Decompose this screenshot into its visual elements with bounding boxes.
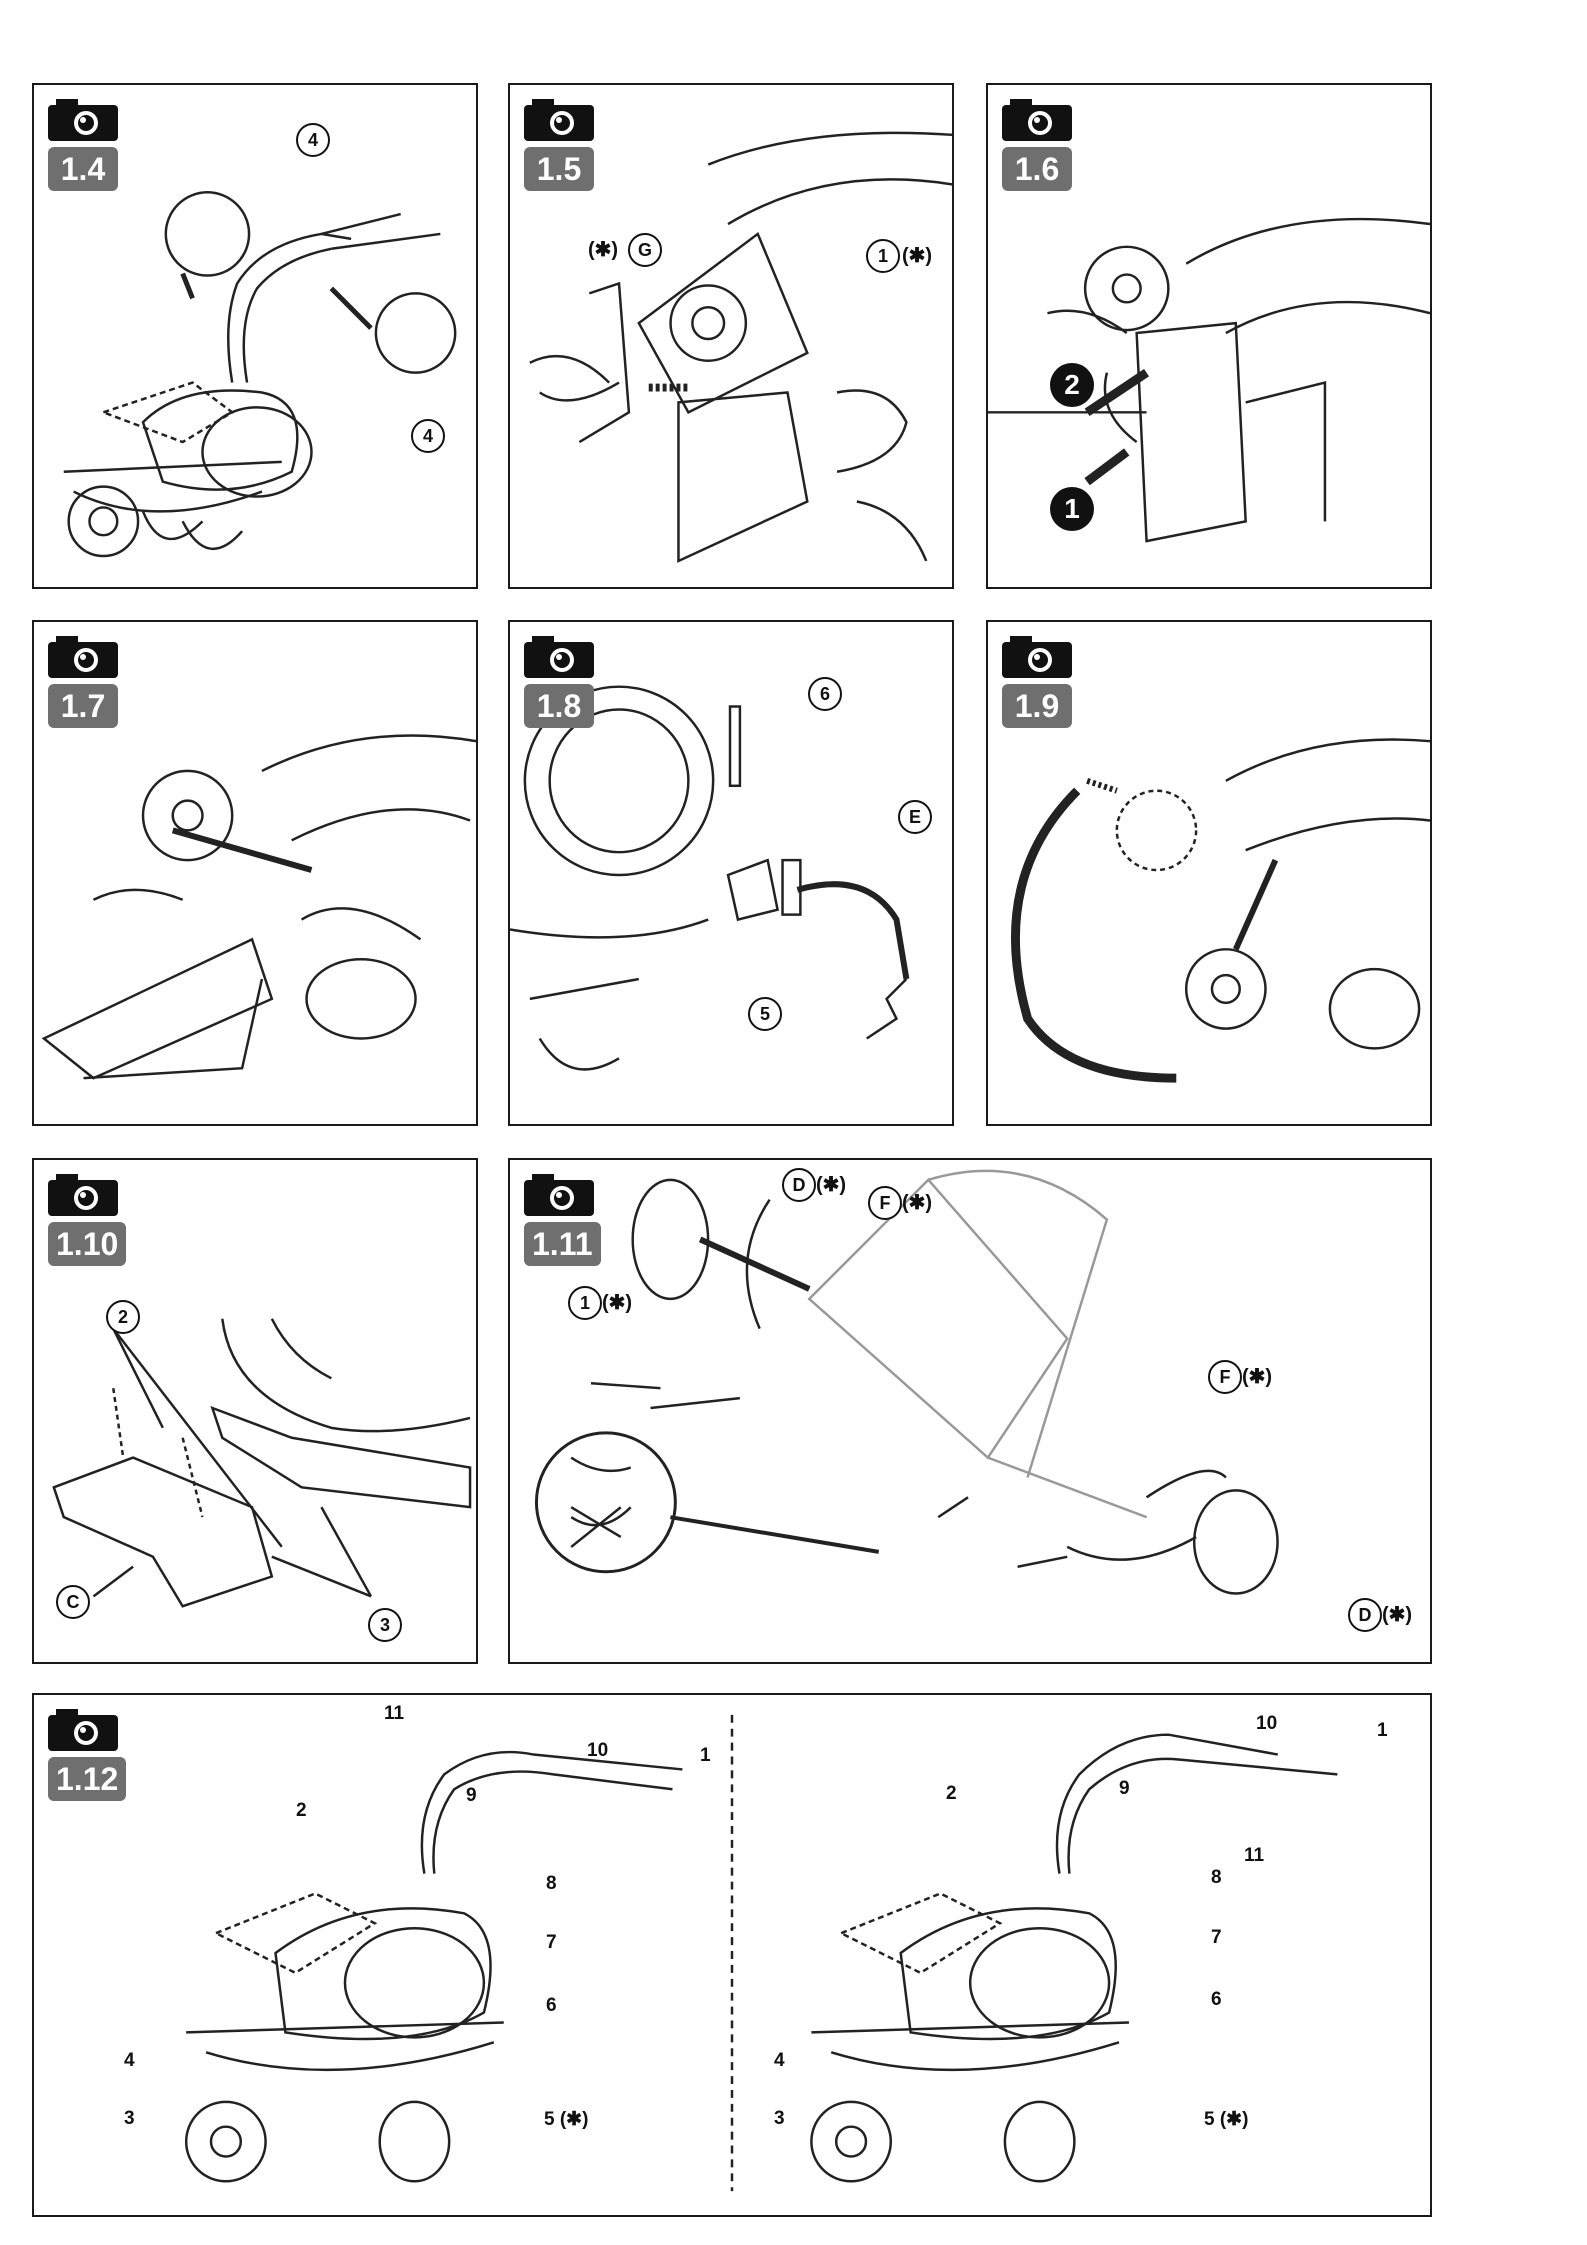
callout: 4: [296, 123, 330, 157]
panel-1-6: 1.6 1 2: [986, 83, 1432, 589]
part-number: 6: [1211, 1989, 1222, 2011]
camera-icon: [48, 99, 118, 141]
part-number: 4: [124, 2050, 135, 2072]
camera-icon: [524, 636, 594, 678]
asterisk-note: (✱): [602, 1290, 632, 1315]
part-number: 8: [1211, 1867, 1222, 1889]
figure-label: 1.7: [48, 684, 118, 728]
figure-label: 1.11: [524, 1222, 601, 1266]
part-number: 9: [466, 1785, 477, 1807]
asterisk-note: (✱): [816, 1172, 846, 1197]
camera-icon: [1002, 99, 1072, 141]
part-number: 5 (✱): [544, 2108, 588, 2131]
figure-label: 1.10: [48, 1222, 126, 1266]
step-number: 2: [1050, 363, 1094, 407]
figure-label: 1.9: [1002, 684, 1072, 728]
panel-1-5: 1.5 (✱) G 1 (✱): [508, 83, 954, 589]
part-number: 6: [546, 1995, 557, 2017]
callout: G: [628, 233, 662, 267]
callout: E: [898, 800, 932, 834]
callout: 3: [368, 1608, 402, 1642]
asterisk-note: (✱): [1242, 1364, 1272, 1389]
camera-icon: [48, 1709, 118, 1751]
figure-label: 1.6: [1002, 147, 1072, 191]
camera-icon: [1002, 636, 1072, 678]
part-number: 4: [774, 2050, 785, 2072]
callout: 1: [866, 239, 900, 273]
panel-1-7: 1.7: [32, 620, 478, 1126]
asterisk-note: (✱): [902, 243, 932, 268]
part-number: 1: [700, 1745, 711, 1767]
callout: 1: [568, 1286, 602, 1320]
panel-1-4: 1.4 4 4: [32, 83, 478, 589]
callout: C: [56, 1585, 90, 1619]
part-number: 7: [1211, 1927, 1222, 1949]
camera-icon: [48, 1174, 118, 1216]
panel-1-12: 1.12 11 10 1 9 2 8 7 6 4 3 5 (✱) 10 1 9 …: [32, 1693, 1432, 2217]
panel-1-9: 1.9: [986, 620, 1432, 1126]
part-number: 10: [587, 1740, 608, 1762]
step-number: 1: [1050, 487, 1094, 531]
part-number: 5 (✱): [1204, 2108, 1248, 2131]
part-number: 2: [946, 1783, 957, 1805]
asterisk-note: (✱): [588, 237, 618, 262]
callout: 6: [808, 677, 842, 711]
panel-1-11: 1.11 D (✱) F (✱) 1 (✱) F (✱) D (✱): [508, 1158, 1432, 1664]
part-number: 8: [546, 1873, 557, 1895]
camera-icon: [48, 636, 118, 678]
callout: F: [868, 1186, 902, 1220]
part-number: 2: [296, 1800, 307, 1822]
figure-label: 1.5: [524, 147, 594, 191]
part-number: 11: [1244, 1845, 1264, 1867]
asterisk-note: (✱): [1382, 1602, 1412, 1627]
part-number: 3: [124, 2108, 135, 2130]
part-number: 3: [774, 2108, 785, 2130]
tiller-overview-illustration: [34, 1695, 1430, 2215]
callout: D: [782, 1168, 816, 1202]
callout: 4: [411, 419, 445, 453]
callout: F: [1208, 1360, 1242, 1394]
panel-1-10: 1.10 2 C 3: [32, 1158, 478, 1664]
callout: D: [1348, 1598, 1382, 1632]
part-number: 11: [384, 1703, 404, 1725]
camera-icon: [524, 99, 594, 141]
part-number: 1: [1377, 1720, 1388, 1742]
part-number: 9: [1119, 1778, 1130, 1800]
camera-icon: [524, 1174, 594, 1216]
callout: 2: [106, 1300, 140, 1334]
part-number: 10: [1256, 1713, 1277, 1735]
tines-assembly-illustration: [510, 1160, 1430, 1662]
figure-label: 1.12: [48, 1757, 126, 1801]
asterisk-note: (✱): [902, 1190, 932, 1215]
figure-label: 1.4: [48, 147, 118, 191]
callout: 5: [748, 997, 782, 1031]
figure-label: 1.8: [524, 684, 594, 728]
panel-1-8: 1.8 6 E 5: [508, 620, 954, 1126]
part-number: 7: [546, 1932, 557, 1954]
